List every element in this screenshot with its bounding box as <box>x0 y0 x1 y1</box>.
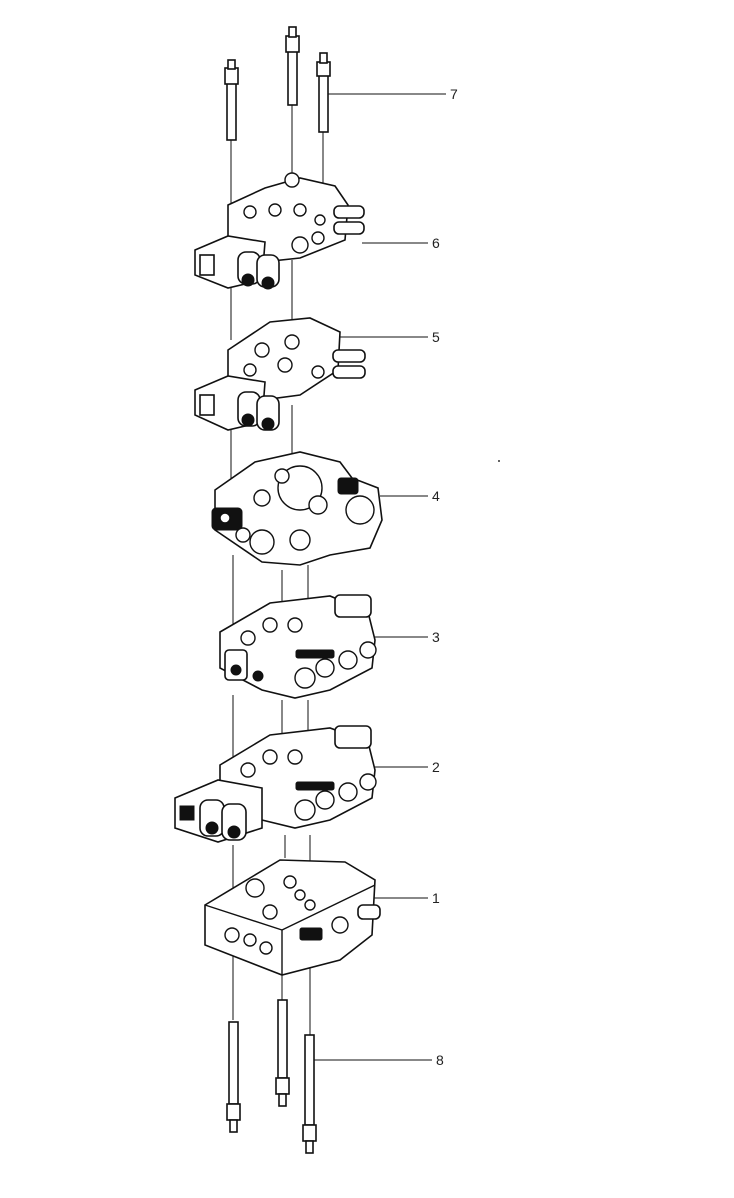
callout-2: 2 <box>374 759 440 775</box>
valve-section-4 <box>211 451 383 566</box>
callout-4: 4 <box>380 488 440 504</box>
callout-1: 1 <box>374 890 440 906</box>
top-tie-rod-center <box>285 26 300 106</box>
callout-label-7: 7 <box>450 86 458 102</box>
valve-section-1 <box>204 859 381 976</box>
stray-dot <box>498 460 500 462</box>
callout-8: 8 <box>314 1052 444 1068</box>
callout-3: 3 <box>374 629 440 645</box>
valve-section-3 <box>219 594 377 699</box>
callout-label-3: 3 <box>432 629 440 645</box>
callout-6: 6 <box>362 235 440 251</box>
callout-label-8: 8 <box>436 1052 444 1068</box>
callout-label-6: 6 <box>432 235 440 251</box>
bottom-tie-rod-left <box>226 1021 241 1133</box>
valve-section-5 <box>194 317 366 431</box>
valve-section-6 <box>194 172 365 290</box>
valve-section-2 <box>174 725 377 843</box>
callout-5: 5 <box>340 329 440 345</box>
callout-label-1: 1 <box>432 890 440 906</box>
callout-label-2: 2 <box>432 759 440 775</box>
bottom-tie-rod-center <box>275 999 290 1107</box>
callout-label-5: 5 <box>432 329 440 345</box>
top-tie-rod-right <box>316 52 331 133</box>
bottom-tie-rod-right <box>302 1034 317 1154</box>
callout-7: 7 <box>328 86 458 102</box>
callout-label-4: 4 <box>432 488 440 504</box>
top-tie-rod-left <box>224 59 239 141</box>
